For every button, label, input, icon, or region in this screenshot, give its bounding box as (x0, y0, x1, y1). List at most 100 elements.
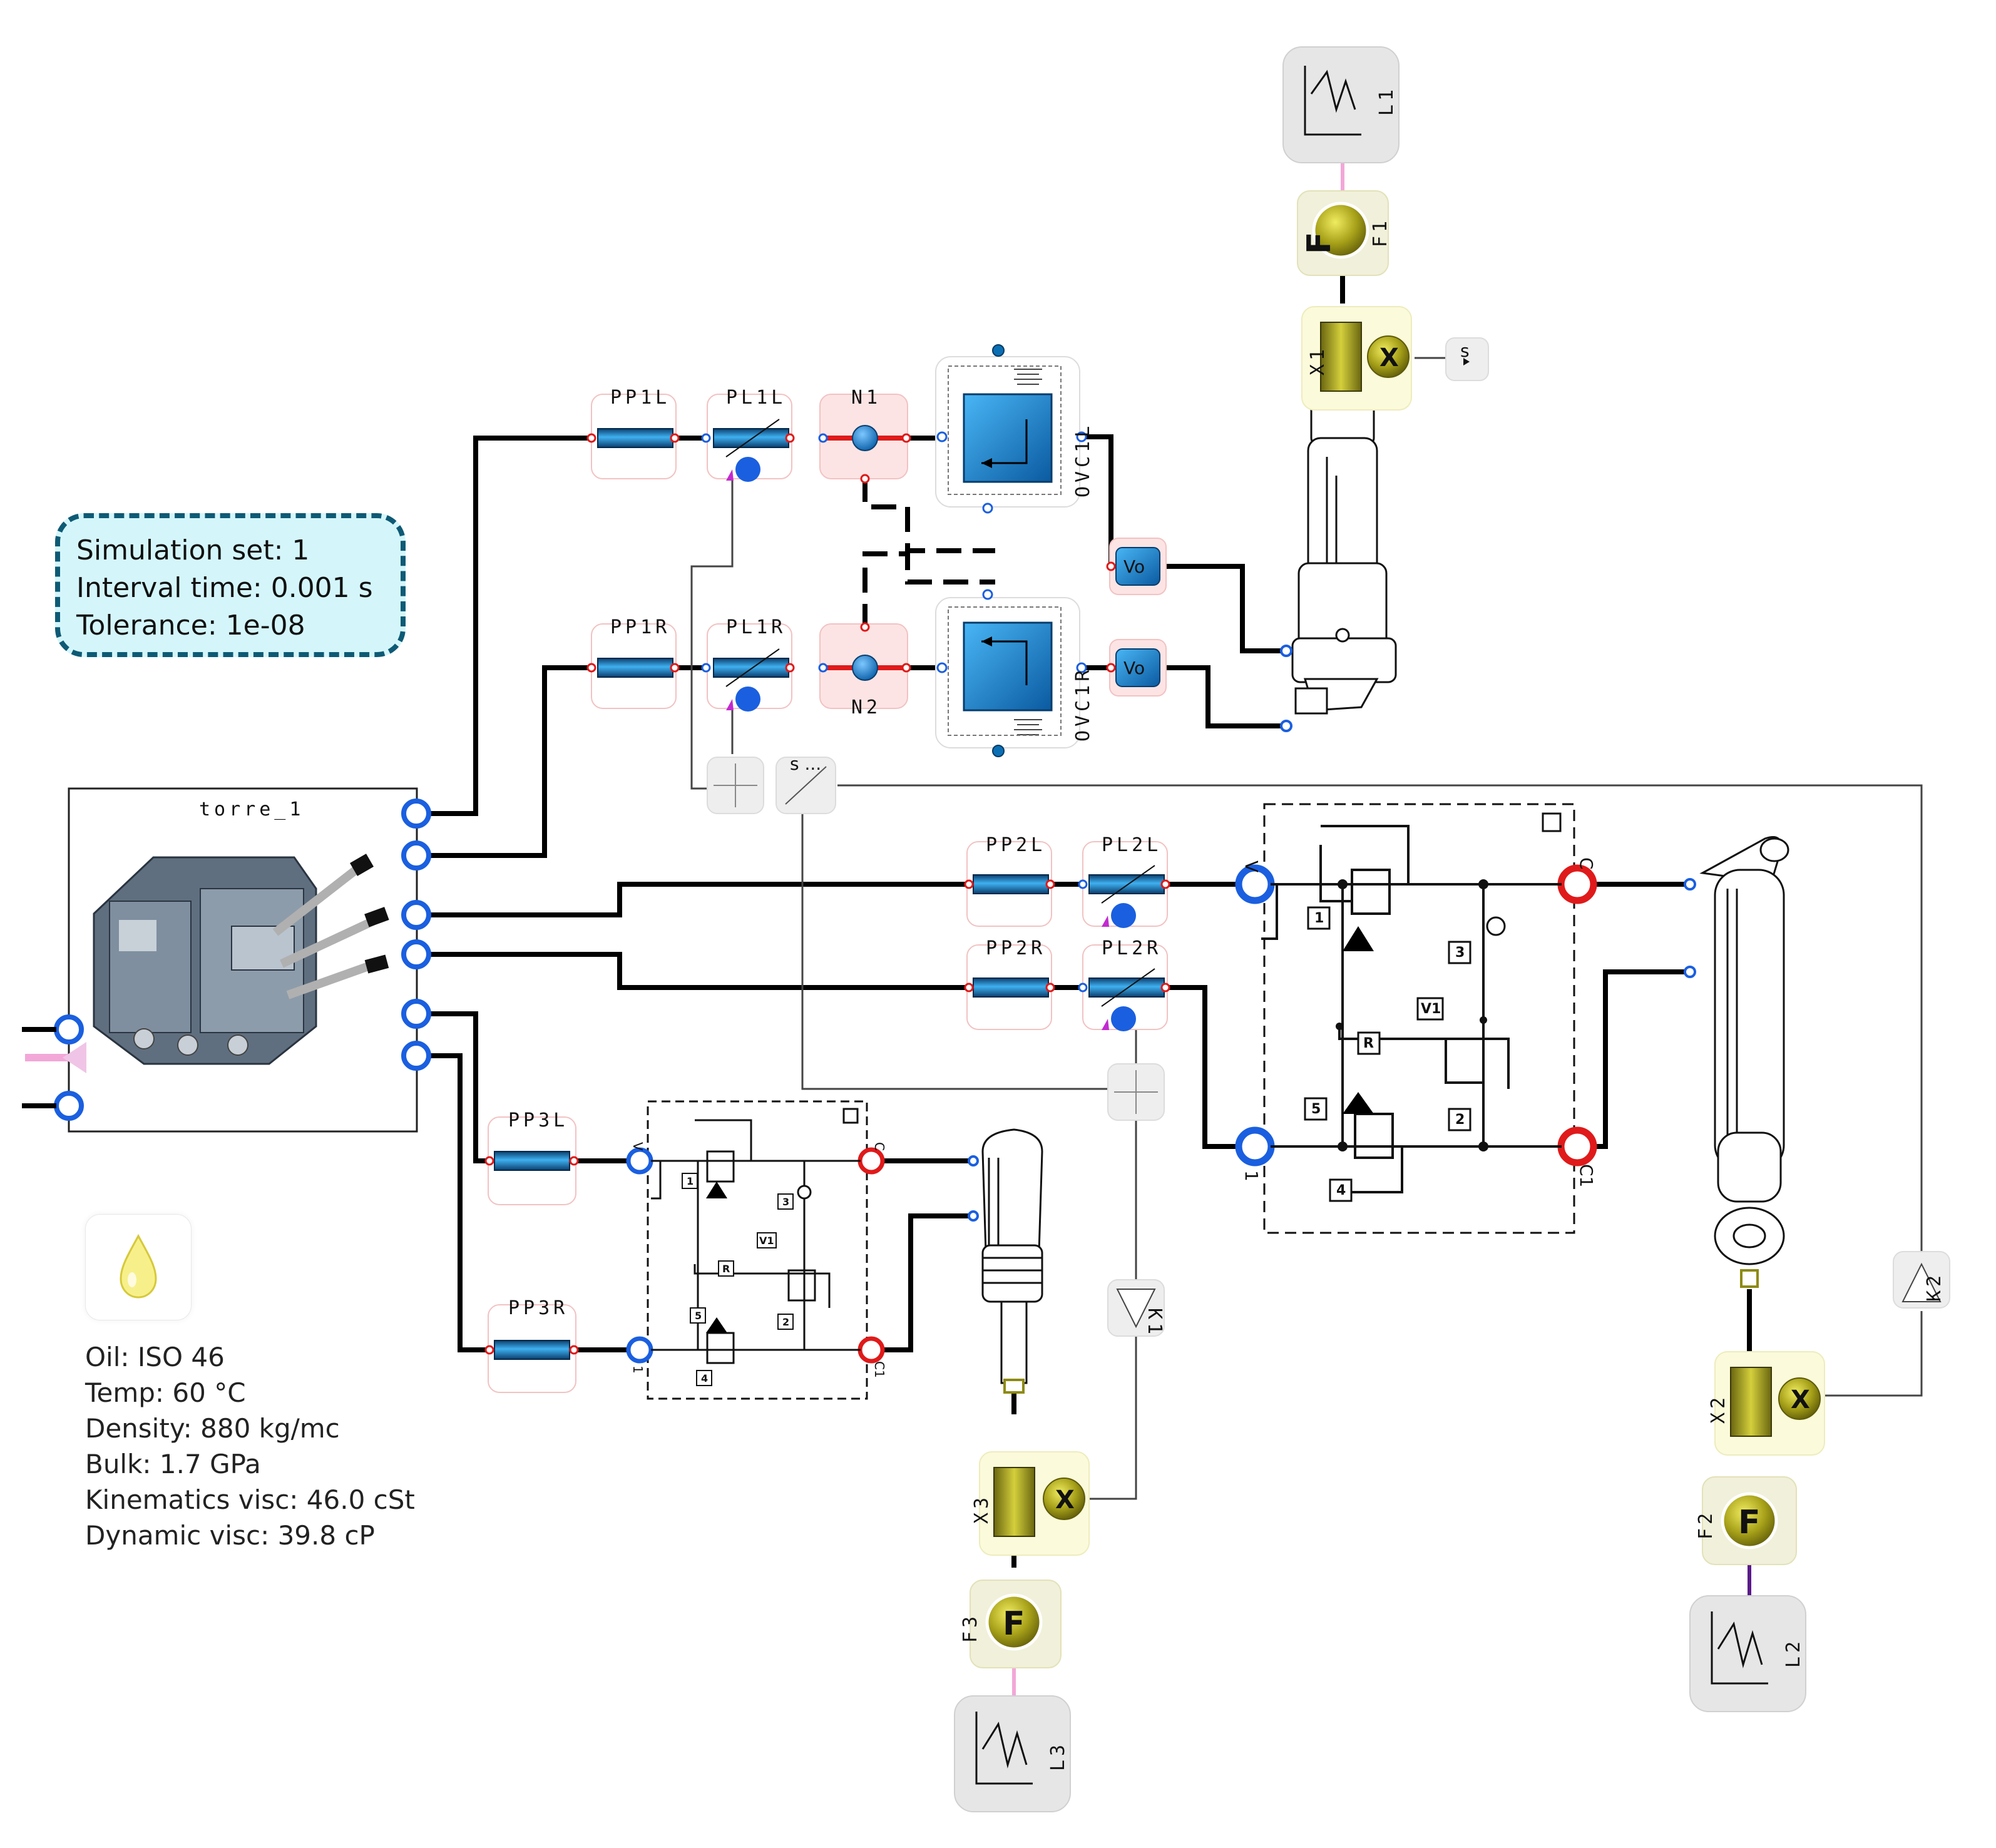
x2-label: X2 (1707, 1394, 1729, 1424)
oil-properties-text: Oil: ISO 46 Temp: 60 °C Density: 880 kg/… (85, 1339, 415, 1553)
sum-s-label: s ... (790, 753, 821, 774)
x2-glyph: X (1791, 1386, 1810, 1414)
pipe-pl1l[interactable]: PL1L (701, 387, 795, 482)
pp2l-label: PP2L (986, 834, 1046, 856)
volume-vo-2[interactable]: Vo (1106, 639, 1167, 697)
pipe-pl2r[interactable]: PL2R (1078, 937, 1170, 1031)
port-torre-a2 (401, 900, 431, 930)
n2-label: N2 (851, 697, 881, 718)
block3-c1-port: C1 (872, 1361, 887, 1378)
block2-num-4: 4 (1336, 1183, 1346, 1198)
torre-force-input-icon (63, 1042, 86, 1073)
pipe-pl2l[interactable]: PL2L (1078, 834, 1170, 928)
torre-1-block[interactable]: torre_1 (68, 787, 418, 1133)
sum-s-block[interactable]: s ... (775, 753, 836, 814)
block2-num-1: 1 (1314, 911, 1324, 926)
x3-glyph: X (1055, 1486, 1075, 1514)
block3-c-port: C (872, 1142, 887, 1151)
pipe-pp2l[interactable]: PP2L (964, 834, 1055, 927)
cylinder-2-drawing (1684, 836, 1789, 1288)
sensor-x3[interactable]: X X3 (971, 1451, 1090, 1556)
simulation-set: Simulation set: 1 (76, 534, 310, 566)
block3-r: R (722, 1263, 730, 1275)
load-l3[interactable]: L3 (954, 1695, 1071, 1812)
block3-num-1: 1 (687, 1175, 693, 1187)
pl2l-label: PL2L (1102, 834, 1162, 856)
oil-bulk: Bulk: 1.7 GPa (85, 1449, 261, 1479)
port-torre-a1 (401, 799, 431, 829)
output-s-block[interactable]: s (1445, 337, 1489, 381)
block3-num-2: 2 (782, 1316, 789, 1328)
vo2-label: Vo (1123, 658, 1145, 678)
oil-type: Oil: ISO 46 (85, 1342, 225, 1372)
x1-label: X1 (1307, 345, 1329, 375)
oil-drop-icon (120, 1233, 157, 1299)
torre-ports[interactable] (54, 799, 431, 1121)
n1-label: N1 (851, 387, 881, 409)
port-torre-b3 (401, 1041, 431, 1071)
port-torre-b2 (401, 939, 431, 969)
block3-v-port: V (630, 1142, 645, 1151)
torre-input-lines (22, 1027, 56, 1108)
s-output-label: s (1460, 340, 1470, 361)
valve-ovc1l[interactable]: OVC1L (935, 344, 1094, 514)
pipe-pl1r[interactable]: PL1R (701, 616, 795, 712)
f3-label: F3 (960, 1613, 981, 1643)
oil-temp: Temp: 60 °C (85, 1377, 246, 1408)
simulation-tolerance: Tolerance: 1e-08 (76, 610, 305, 641)
valve-block-3[interactable]: V 1 C C1 1 3 V1 R 5 2 4 (626, 1100, 887, 1400)
valve-ovc1r[interactable]: OVC1R (935, 589, 1094, 757)
node-n2[interactable]: N2 (818, 622, 911, 718)
pp1r-label: PP1R (610, 616, 670, 638)
pipe-pp1l[interactable]: PP1L (586, 387, 680, 479)
block2-c1-port: C1 (1576, 1164, 1597, 1187)
valve-block-2[interactable]: V 1 C C1 1 3 V1 (1235, 803, 1597, 1234)
l1-label: L1 (1376, 86, 1398, 116)
volume-vo-1[interactable]: Vo (1106, 538, 1167, 595)
pipe-pp2r[interactable]: PP2R (964, 937, 1055, 1030)
pp2r-label: PP2R (986, 937, 1046, 959)
sensor-x2[interactable]: X X2 (1707, 1351, 1825, 1456)
valve-bank-image (93, 854, 389, 1065)
block3-num-4: 4 (701, 1372, 708, 1384)
pl1l-label: PL1L (726, 387, 786, 409)
block2-num-5: 5 (1311, 1101, 1321, 1117)
ovc1l-label: OVC1L (1072, 422, 1094, 498)
l2-label: L2 (1783, 1638, 1804, 1668)
graph-icon (1711, 1611, 1768, 1685)
pipe-pp1r[interactable]: PP1R (586, 616, 680, 709)
f1-label: F1 (1369, 217, 1391, 247)
cylinder-3-drawing (968, 1128, 1043, 1394)
pp3r-label: PP3R (508, 1297, 568, 1319)
sensor-x1[interactable]: X X1 (1301, 306, 1412, 411)
graph-icon (975, 1712, 1033, 1785)
ovc1r-label: OVC1R (1072, 666, 1094, 742)
pp1l-label: PP1L (610, 387, 670, 409)
pl1r-label: PL1R (726, 616, 786, 638)
pipe-pp3r[interactable]: PP3R (484, 1297, 579, 1393)
simulation-settings-box[interactable]: Simulation set: 1 Interval time: 0.001 s… (55, 513, 406, 657)
load-l1[interactable]: L1 (1282, 46, 1400, 163)
vo1-label: Vo (1123, 556, 1145, 577)
pp3l-label: PP3L (508, 1110, 568, 1131)
block2-r: R (1363, 1036, 1374, 1051)
port-torre-t (54, 1091, 84, 1121)
junction-block-2[interactable] (1107, 1063, 1165, 1121)
port-torre-b1 (401, 840, 431, 870)
force-f1[interactable]: F F1 (1297, 190, 1391, 276)
oil-properties-box[interactable] (85, 1214, 192, 1320)
block3-v1-port: 1 (630, 1366, 645, 1374)
load-l2[interactable]: L2 (1689, 1595, 1806, 1712)
f1-glyph: F (1301, 232, 1338, 254)
gain-k1[interactable]: K1 (1107, 1279, 1165, 1338)
block2-v-port: V (1241, 860, 1262, 872)
force-f2[interactable]: F F2 (1695, 1476, 1797, 1565)
gain-k2[interactable]: K2 (1893, 1251, 1950, 1309)
node-n1[interactable]: N1 (818, 387, 911, 484)
junction-block-1[interactable] (707, 757, 764, 814)
pipe-pp3l[interactable]: PP3L (484, 1110, 579, 1205)
block3-num-5: 5 (695, 1310, 702, 1322)
force-f3[interactable]: F F3 (960, 1580, 1062, 1668)
oil-kinematic-visc: Kinematics visc: 46.0 cSt (85, 1484, 415, 1515)
